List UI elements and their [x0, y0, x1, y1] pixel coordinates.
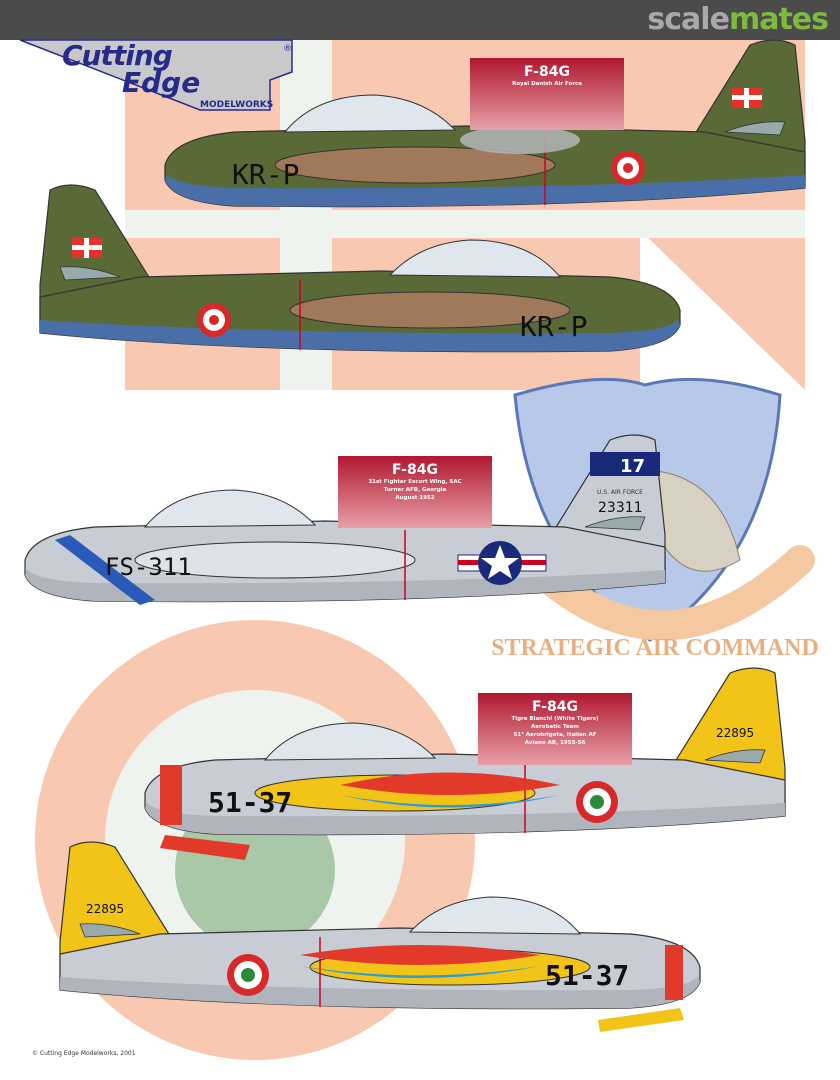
us-tail-band: 17: [620, 456, 645, 477]
card-line: Tigre Bianchi (White Tigers): [511, 716, 599, 722]
caption-card-danish: F-84G Royal Danish Air Force: [470, 58, 624, 130]
card-title: F-84G: [524, 64, 570, 80]
copyright: © Cutting Edge Modelworks, 2001: [32, 1050, 136, 1057]
watermark-bar: scalemates: [0, 0, 840, 40]
card-line: 51° Aerobrigata, Italian AF: [513, 732, 597, 738]
sac-emblem-text: STRATEGIC AIR COMMAND: [491, 635, 819, 661]
italian-tail-number-2: 22895: [86, 902, 124, 916]
danish-code-2: KR-P: [520, 310, 587, 343]
us-code: FS-311: [105, 553, 192, 581]
us-tail-number: 23311: [598, 500, 643, 516]
card-title: F-84G: [532, 699, 578, 715]
watermark-part2: mates: [728, 2, 829, 37]
aircraft-usaf: 17 U.S. AIR FORCE 23311 FS-311: [24, 434, 666, 605]
italian-code-2: 51-37: [545, 959, 629, 992]
scalemates-watermark[interactable]: scalemates: [647, 2, 829, 37]
card-line: Aviano AB, 1955-56: [524, 740, 586, 746]
card-line: August 1952: [395, 495, 435, 501]
card-line: Turner AFB, Georgia: [383, 487, 447, 493]
card-line: 31st Fighter Escort Wing, SAC: [368, 479, 462, 485]
aircraft-italian-2: 22895 51-37: [59, 841, 701, 1032]
us-tail-text: U.S. AIR FORCE: [597, 489, 643, 496]
card-line: Royal Danish Air Force: [511, 81, 583, 87]
italian-tail-number-1: 22895: [716, 726, 754, 740]
aircraft-danish-1: KR-P: [164, 39, 806, 208]
aircraft-italian-1: 22895 51-37: [144, 667, 786, 860]
aircraft-danish-2: KR-P: [39, 184, 681, 353]
card-line: Aerobatic Team: [530, 724, 579, 730]
danish-code-1: KR-P: [232, 158, 299, 191]
caption-card-italian: F-84G Tigre Bianchi (White Tigers) Aerob…: [478, 693, 632, 765]
logo-registered: ®: [283, 44, 292, 54]
logo-swoosh: [19, 39, 293, 111]
logo-cutting: Cutting: [62, 39, 173, 72]
italian-code-1: 51-37: [208, 786, 292, 819]
caption-card-usaf: F-84G 31st Fighter Escort Wing, SAC Turn…: [338, 456, 492, 528]
card-title: F-84G: [392, 462, 438, 478]
logo-modelworks: MODELWORKS: [200, 100, 274, 110]
logo-edge: Edge: [122, 66, 201, 99]
watermark-part1: scale: [647, 2, 730, 37]
